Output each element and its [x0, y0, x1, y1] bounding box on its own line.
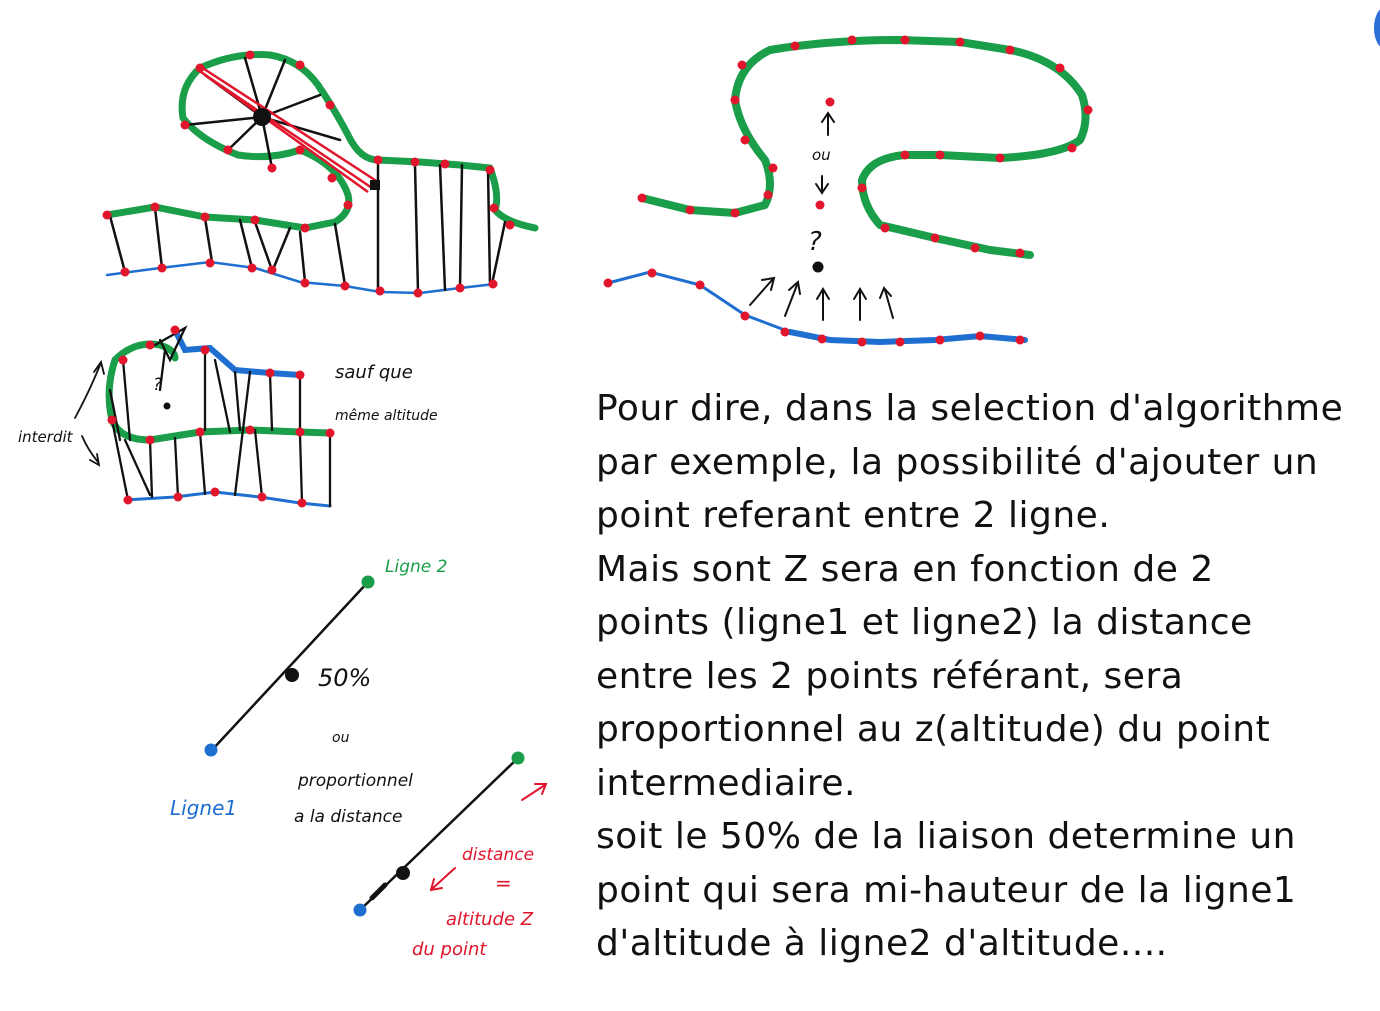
note-text: Pour dire, dans la selection d'algorithm…: [596, 382, 1376, 971]
blue-line-upper-part: [172, 327, 303, 378]
blue-line-lower: [606, 270, 1027, 344]
sketch-distance-altitude: distance = altitude Z du point: [353, 751, 548, 960]
equals-label: =: [495, 871, 512, 895]
ou-label-bottom: ou: [332, 730, 350, 746]
note-line-3: point referant entre 2 ligne.: [596, 495, 1111, 536]
red-points-sketch3: [107, 325, 335, 508]
red-arrows: [429, 783, 548, 892]
question-mark-forbidden: ?: [153, 375, 162, 395]
meme-altitude-label: même altitude: [335, 408, 438, 424]
ligne2-point-b: [511, 751, 525, 765]
midpoint-50: [285, 668, 299, 682]
ligne2-point: [361, 575, 375, 589]
note-line-4: Mais sont Z sera en fonction de 2: [596, 548, 1214, 590]
interdit-label: interdit: [18, 428, 74, 446]
ligne1-point: [204, 743, 218, 757]
red-points-sketch2: [603, 35, 1093, 347]
du-point-label: du point: [412, 939, 487, 960]
note-line-11: d'altitude à ligne2 d'altitude....: [596, 923, 1168, 964]
sauf-que-label: sauf que: [335, 362, 413, 383]
note-line-1: Pour dire, dans la selection d'algorithm…: [596, 388, 1344, 429]
red-points-sketch1: [102, 50, 515, 298]
green-line-loop: [103, 51, 539, 232]
ligne2-label: Ligne 2: [385, 557, 447, 577]
a-la-distance-label: a la distance: [294, 807, 402, 827]
corner-accent-mark: [1374, 8, 1380, 48]
note-line-10: point qui sera mi-hauteur de la ligne1: [596, 869, 1297, 911]
note-line-2: par exemple, la possibilité d'ajouter un: [596, 441, 1319, 483]
sketch-fifty-percent: Ligne 2 Ligne1 50% ou proportionnel a la…: [170, 557, 447, 827]
blue-line-bottom: [105, 260, 497, 295]
note-line-8: intermediaire.: [596, 762, 856, 804]
ou-label-top: ou: [812, 146, 831, 164]
note-line-7: proportionnel au z(altitude) du point: [596, 709, 1271, 750]
note-line-9: soit le 50% de la liaison determine un: [596, 816, 1296, 857]
interdit-arrows: [74, 359, 105, 467]
question-mark-gap: ?: [808, 227, 822, 257]
ligne1-label: Ligne1: [170, 796, 237, 820]
sketch-forbidden-loop: ? interdit sauf que même altitude: [18, 325, 438, 508]
sketch-lines-gap: ou ?: [603, 35, 1093, 347]
proportionnel-label: proportionnel: [297, 771, 413, 791]
center-point: [253, 108, 271, 126]
green-line-upper: [638, 36, 1090, 259]
fifty-percent-label: 50%: [318, 664, 371, 692]
forbidden-point: [163, 402, 171, 410]
note-line-6: entre les 2 points référant, sera: [596, 655, 1184, 697]
up-arrows: [749, 111, 894, 321]
end-point-square: [370, 180, 380, 190]
distance-label: distance: [462, 845, 534, 865]
candidate-point: [812, 261, 824, 273]
altitude-z-label: altitude Z: [446, 909, 534, 930]
ligne1-point-b: [353, 903, 367, 917]
sketch-loop-interpolation: [102, 50, 539, 298]
note-line-5: points (ligne1 et ligne2) la distance: [596, 602, 1253, 643]
distance-point: [396, 866, 410, 880]
